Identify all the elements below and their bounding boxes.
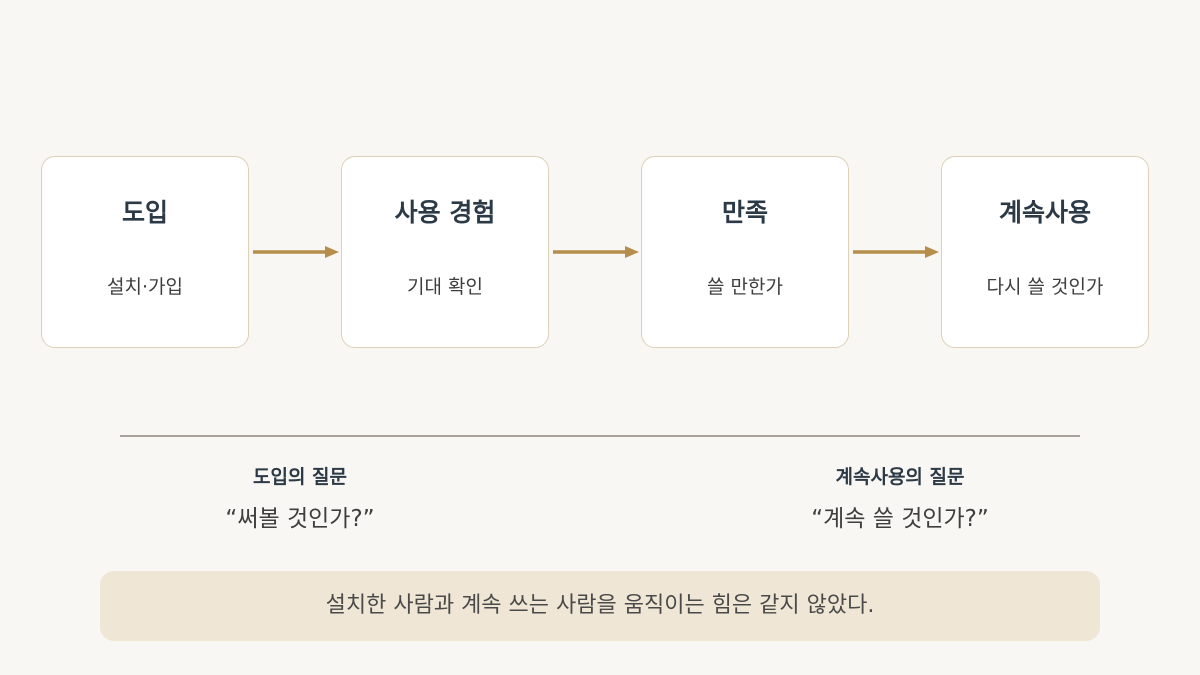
stage-title: 만족 bbox=[721, 198, 768, 227]
adoption-question-title: 도입의 질문 bbox=[252, 466, 347, 488]
stage-description: 쓸 만한가 bbox=[707, 276, 783, 298]
stage-card-usage-experience: 사용 경험 기대 확인 bbox=[341, 156, 549, 348]
adoption-question: 도입의 질문 “써볼 것인가?” bbox=[140, 464, 460, 534]
stage-title: 계속사용 bbox=[998, 198, 1091, 227]
stage-title: 도입 bbox=[121, 198, 168, 227]
arrow-right-icon bbox=[553, 246, 639, 258]
stage-title: 사용 경험 bbox=[394, 198, 496, 227]
stage-card-adoption: 도입 설치·가입 bbox=[41, 156, 249, 348]
stage-card-continued-use: 계속사용 다시 쓸 것인가 bbox=[941, 156, 1149, 348]
retention-question-title: 계속사용의 질문 bbox=[835, 466, 965, 488]
stage-description: 설치·가입 bbox=[107, 276, 183, 298]
stage-card-satisfaction: 만족 쓸 만한가 bbox=[641, 156, 849, 348]
adoption-question-text: “써볼 것인가?” bbox=[225, 506, 375, 532]
stage-description: 기대 확인 bbox=[407, 276, 483, 298]
section-divider bbox=[120, 435, 1080, 437]
stage-description: 다시 쓸 것인가 bbox=[986, 276, 1104, 298]
arrow-right-icon bbox=[853, 246, 939, 258]
retention-question: 계속사용의 질문 “계속 쓸 것인가?” bbox=[740, 464, 1060, 534]
retention-question-text: “계속 쓸 것인가?” bbox=[811, 506, 989, 532]
arrow-right-icon bbox=[253, 246, 339, 258]
summary-banner: 설치한 사람과 계속 쓰는 사람을 움직이는 힘은 같지 않았다. bbox=[100, 571, 1100, 641]
